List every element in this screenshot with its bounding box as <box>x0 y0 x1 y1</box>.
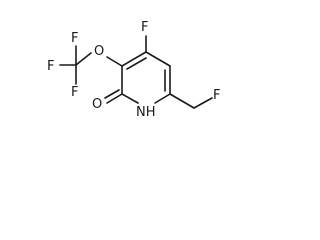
atom-f-cf3-bottom: F <box>71 85 78 100</box>
bond-c2-o-double-b <box>104 89 120 99</box>
bond-c2-o-double-a <box>106 93 123 104</box>
bond-c3-c4 <box>121 51 147 67</box>
bond-ch2-f <box>193 97 213 109</box>
atom-o-ether: O <box>94 44 104 59</box>
atom-o-carbonyl: O <box>92 97 102 112</box>
bond-c3-c4-double <box>126 57 147 70</box>
bond-o-cf3 <box>75 52 92 66</box>
atom-f-methyl: F <box>213 88 220 103</box>
bond-n-c2 <box>121 93 139 104</box>
bond-c6-ch2 <box>169 93 195 109</box>
atom-f-cf3-top: F <box>71 31 78 46</box>
atom-f-cf3-left: F <box>47 59 54 74</box>
structure-canvas: F O F F F O NH F <box>0 0 256 148</box>
bond-c6-n <box>154 93 171 104</box>
bond-c3-o <box>106 56 123 67</box>
bond-c4-c5 <box>145 51 171 67</box>
atom-f-ring: F <box>141 20 148 35</box>
molecule-diagram: F O F F F O NH F <box>47 20 220 120</box>
atom-nh-ring: NH <box>136 105 156 120</box>
